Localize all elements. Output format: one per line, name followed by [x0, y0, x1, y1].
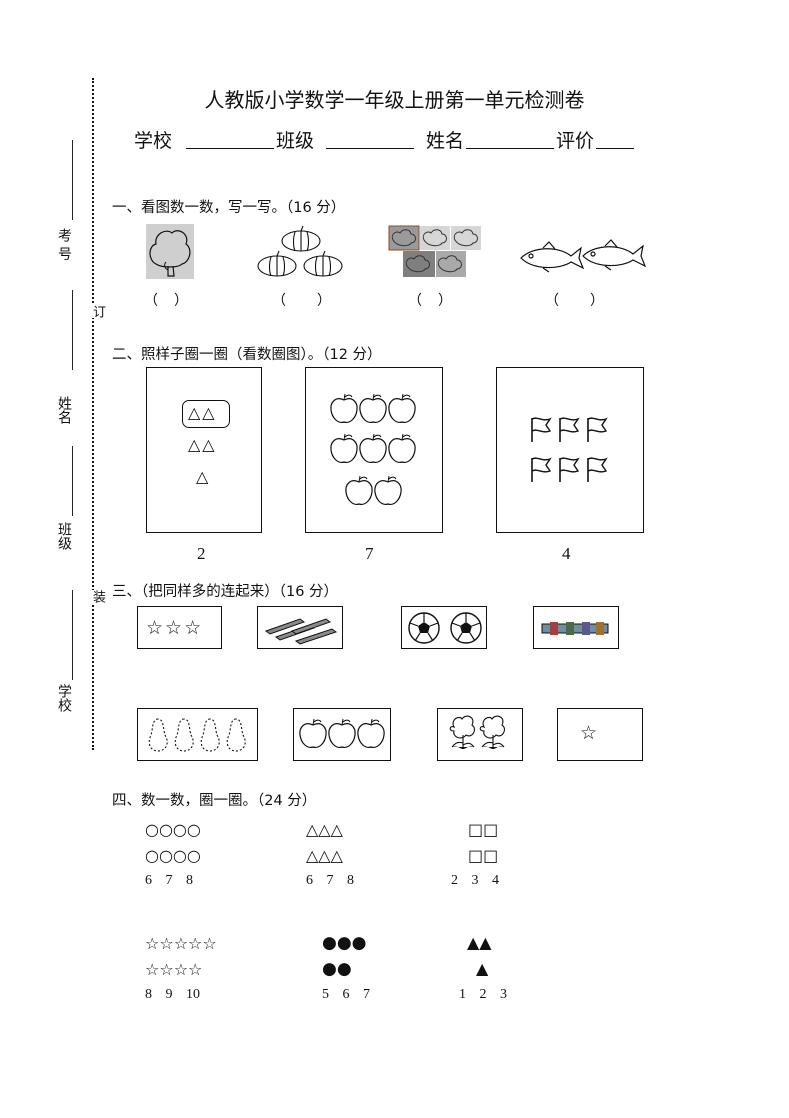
apples-picture: [330, 393, 416, 505]
g6-options[interactable]: 1 2 3: [459, 987, 507, 1002]
name-field[interactable]: [466, 128, 554, 149]
section2-heading: 二、照样子圈一圈（看数圈图）。（12 分）: [112, 347, 382, 363]
stars-three: ☆☆☆: [146, 617, 204, 639]
triangle-row-2: △△: [188, 435, 217, 454]
answer-blank-3[interactable]: （ ）: [408, 293, 453, 309]
g2-row2: △△△: [306, 846, 343, 865]
pumpkins-picture: [257, 225, 343, 277]
answer-blank-1[interactable]: （ ）: [144, 293, 189, 309]
g2-row1: △△△: [306, 820, 343, 839]
flowers-icon: [449, 715, 505, 749]
score-label: 评价: [556, 130, 595, 152]
g3-row2: □□: [468, 846, 499, 865]
g1-row2: ○○○○: [145, 846, 201, 865]
match-bottom-pears[interactable]: [137, 708, 258, 761]
flags-box: [496, 367, 644, 533]
g3-options[interactable]: 2 3 4: [451, 873, 499, 888]
match-top-candies[interactable]: [533, 606, 619, 649]
margin-line-exam-no: [72, 140, 73, 220]
flags-picture: [531, 417, 607, 483]
triangle-row-1: △△: [188, 403, 217, 422]
school-field[interactable]: [186, 128, 274, 149]
g2-options[interactable]: 6 7 8: [306, 873, 354, 888]
soccer-balls-icon: [408, 612, 482, 644]
margin-exam-no-label: 考 号: [56, 228, 72, 261]
g6-row1: ▲▲: [467, 933, 492, 952]
g3-row1: □□: [468, 820, 499, 839]
match-top-stars[interactable]: ☆☆☆: [137, 606, 222, 649]
school-label: 学校: [134, 130, 173, 152]
circled-example: [182, 400, 230, 428]
g4-options[interactable]: 8 9 10: [145, 987, 200, 1002]
star-single: ☆: [580, 722, 600, 744]
g5-row2: ●●: [322, 959, 352, 979]
margin-line-name: [72, 446, 73, 516]
margin-ding-label: 订: [88, 305, 107, 318]
page-title: 人教版小学数学一年级上册第一单元检测卷: [204, 88, 585, 112]
match-top-pencils[interactable]: [257, 606, 343, 649]
margin-zhuang-label: 装: [88, 590, 107, 603]
answer-blank-2[interactable]: （ ）: [272, 293, 332, 309]
margin-class-label: 班级: [56, 522, 72, 550]
clouds-picture: [388, 225, 481, 277]
apples-three-icon: [299, 718, 385, 748]
tree-picture: [146, 224, 194, 279]
g6-row2: ▲: [476, 959, 489, 978]
margin-line-exam-no-2: [72, 290, 73, 370]
triangle-row-3: △: [196, 467, 211, 486]
target-number-1: 2: [197, 544, 206, 563]
section1-heading: 一、看图数一数，写一写。（16 分）: [112, 200, 346, 216]
answer-blank-4[interactable]: （ ）: [545, 293, 605, 309]
candy-stick-icon: [541, 622, 609, 635]
match-bottom-star[interactable]: ☆: [557, 708, 643, 761]
triangles-box: [146, 367, 262, 533]
section4-heading: 四、数一数，圈一圈。（24 分）: [112, 793, 317, 809]
g4-row2: ☆☆☆☆: [145, 960, 203, 979]
g1-options[interactable]: 6 7 8: [145, 873, 193, 888]
margin-line-class: [72, 590, 73, 680]
g1-row1: ○○○○: [145, 820, 201, 839]
score-field[interactable]: [596, 128, 634, 149]
margin-name-label: 姓名: [56, 396, 72, 424]
target-number-2: 7: [365, 544, 374, 563]
g4-row1: ☆☆☆☆☆: [145, 934, 217, 953]
match-top-soccer[interactable]: [401, 606, 487, 649]
match-bottom-flowers[interactable]: [437, 708, 523, 761]
pears-icon: [148, 718, 246, 752]
class-label: 班级: [276, 130, 315, 152]
g5-options[interactable]: 5 6 7: [322, 987, 370, 1002]
g5-row1: ●●●: [322, 933, 367, 953]
binding-dotted-line: [92, 78, 94, 750]
match-bottom-apples[interactable]: [293, 708, 391, 761]
name-label: 姓名: [426, 130, 465, 152]
fish-picture: [520, 239, 647, 273]
tree-icon: [149, 230, 191, 277]
pencils-icon: [264, 618, 338, 645]
margin-school-label: 学校: [56, 684, 72, 712]
class-field[interactable]: [326, 128, 414, 149]
section3-heading: 三、（把同样多的连起来）（16 分）: [112, 584, 339, 600]
target-number-3: 4: [562, 544, 571, 563]
